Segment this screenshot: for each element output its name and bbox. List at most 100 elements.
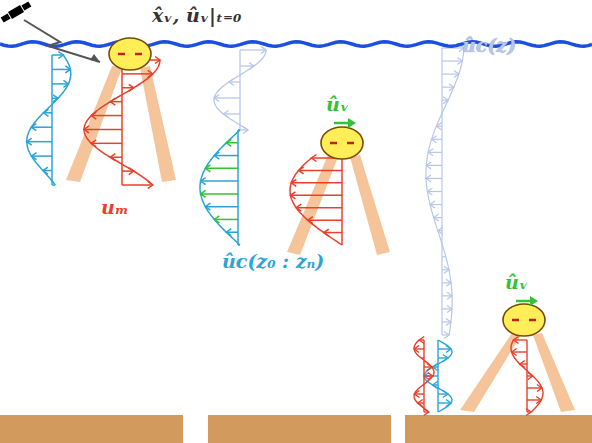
arrow-head [201,190,206,197]
profile-arrow [527,399,541,400]
arrow-head [419,337,424,344]
arrow-head [526,409,531,416]
profile-axis [51,55,53,185]
state-estimate-label: x̂ᵥ, ûᵥ|ₜ₌₀ [152,6,241,25]
profile-arrow [201,180,238,182]
arrow-head [226,229,231,236]
arrow-head [261,47,266,54]
profile-arrow [299,170,342,172]
arrow-head [129,84,134,91]
arrow-head [226,139,231,146]
arrow-head [444,332,449,339]
profile-axis [239,50,240,130]
profile-arrow [201,193,238,195]
arrow-head [31,124,36,131]
arrow-head [443,97,448,104]
arrow-head [454,71,459,78]
profile-arrow [214,155,238,157]
arrow-head [514,337,519,344]
profile-arrow [324,232,342,234]
arrow-head [129,168,134,175]
profile-arrow [205,206,238,208]
profile-arrow [514,339,527,340]
arrow-head [58,52,63,59]
profile-arrow [31,155,52,157]
arrow-head [201,178,206,185]
profile-arrow [426,178,442,179]
current-profile-label: ûc(z₀ : zₙ) [222,252,324,271]
profile-arrow [240,65,254,66]
arrow-head [43,167,48,174]
profile-arrow [438,348,451,349]
profile-arrow [52,83,68,85]
profile-axis [121,60,123,185]
arrow-head [430,201,435,208]
arrow-head [110,98,115,105]
arrow-head [432,136,437,143]
profile-arrow [442,73,459,74]
profile-arrow [122,184,153,186]
profile-arrow [52,184,55,186]
vehicle-velocity-label: ûᵥ [326,95,349,114]
arrow-head [512,349,517,356]
arrow-head [427,364,432,371]
arrow-head [438,227,443,234]
profile-arrow [442,60,462,61]
profile-arrow [91,143,122,145]
profile-curve [426,48,464,335]
arrow-head [311,155,316,162]
profile-arrow [205,168,238,170]
profile-curve [200,130,240,245]
arrow-head [528,373,533,380]
profile-arrow [52,69,70,71]
arrow-head [308,217,313,224]
profile-arrow [527,387,542,388]
profile-curve [27,55,71,185]
profile-arrow [442,256,446,257]
arrow-head [214,152,219,159]
arrow-head [91,140,96,147]
arrow-head [148,70,153,77]
arrow-head [414,346,419,353]
arrow-head [214,216,219,223]
profile-arrow [91,115,122,117]
profile-arrow [442,87,454,88]
arrow-head [148,182,153,189]
arrow-head [447,305,452,312]
arrow-head [205,165,210,172]
vehicle-velocity-label: ûᵥ [505,273,528,292]
arrow-head [433,382,438,389]
profile-arrow [438,402,451,403]
profile-arrow [308,219,342,221]
profile-curve [424,340,452,412]
arrow-head [243,127,248,134]
arrow-head [223,111,228,118]
profile-arrow [427,191,442,192]
arrow-head [520,361,525,368]
arrow-head [444,266,449,273]
arrow-head [447,292,452,299]
profile-arrow [291,182,342,184]
arrow-head [43,109,48,116]
profile-arrow [421,357,424,358]
profile-arrow [122,73,153,75]
profile-arrow [430,204,442,205]
arrow-head [249,63,254,70]
profile-curve [214,50,266,130]
arrow-head [290,192,295,199]
arrow-head [424,409,429,416]
arrow-head [299,167,304,174]
arrow-head [446,400,451,407]
profile-arrow [223,113,240,114]
arrow-head [434,214,439,221]
profile-arrow [426,165,442,166]
arrow-head [436,123,441,130]
profile-arrow [428,152,442,153]
arrow-head [414,391,419,398]
arrow-head [426,175,431,182]
profile-arrow [423,384,424,385]
arrow-head [428,373,433,380]
arrow-head [229,79,234,86]
profile-arrow [214,219,238,221]
arrow-head [205,203,210,210]
